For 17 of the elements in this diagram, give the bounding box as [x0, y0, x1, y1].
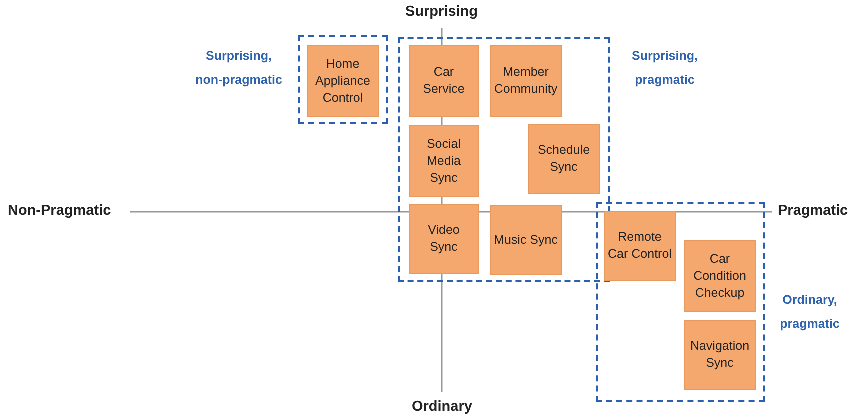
sticky-note: Member Community: [490, 45, 562, 117]
sticky-note: Schedule Sync: [528, 124, 600, 194]
axis-label: Non-Pragmatic: [8, 203, 112, 219]
sticky-note: Navigation Sync: [684, 320, 756, 390]
quadrant-label: Ordinary, pragmatic: [779, 292, 841, 333]
sticky-note: Car Service: [409, 45, 479, 117]
axis-label: Ordinary: [412, 399, 472, 415]
sticky-note: Music Sync: [490, 205, 562, 275]
sticky-note: Video Sync: [409, 204, 479, 274]
axis-label: Surprising: [406, 4, 478, 20]
sticky-note: Remote Car Control: [604, 211, 676, 281]
sticky-note: Home Appliance Control: [307, 45, 379, 117]
quadrant-label: Surprising, pragmatic: [631, 48, 699, 89]
sticky-note: Car Condition Checkup: [684, 240, 756, 312]
quadrant-label: Surprising, non-pragmatic: [194, 48, 284, 89]
sticky-note: Social Media Sync: [409, 125, 479, 197]
axis-label: Pragmatic: [778, 203, 848, 219]
